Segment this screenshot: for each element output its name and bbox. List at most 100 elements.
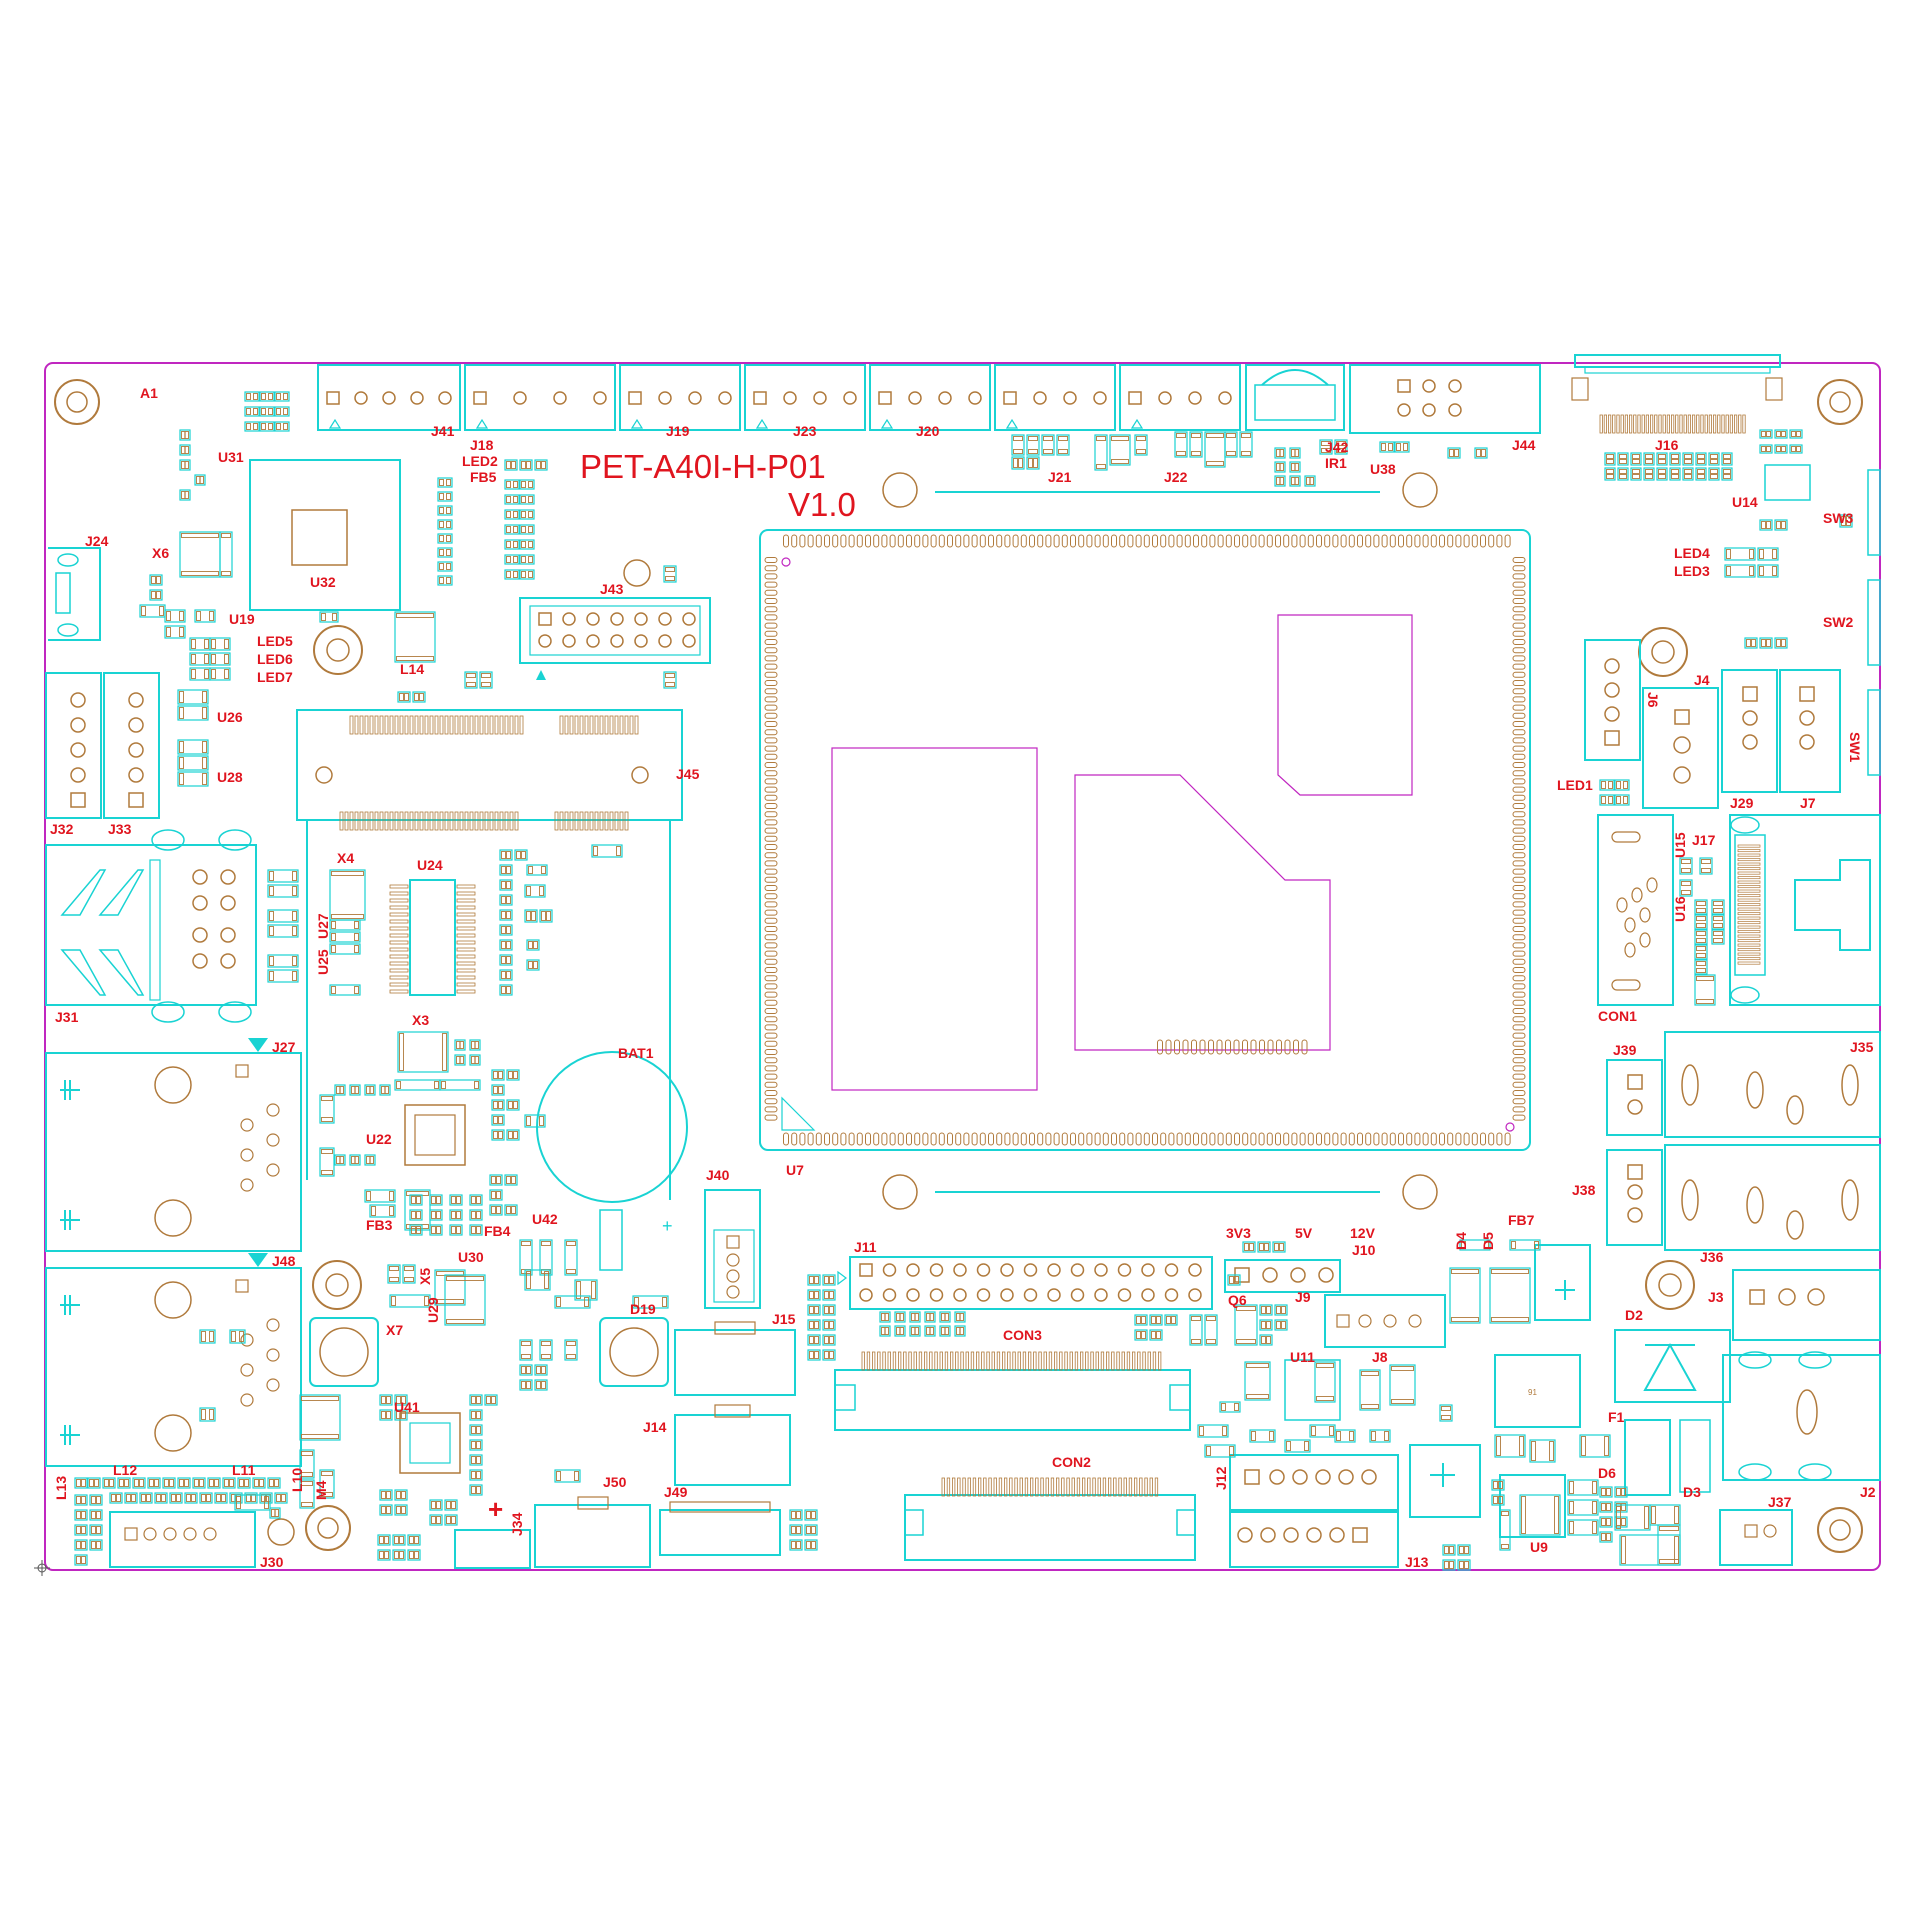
battery-bat1 (536, 1051, 688, 1271)
designator-j6: J6 (1645, 692, 1661, 708)
connector-j33 (103, 672, 160, 819)
designator-u11: U11 (1290, 1349, 1315, 1365)
connector-j35 (1664, 1031, 1881, 1138)
fuse-f1 (1624, 1419, 1671, 1496)
designator-l14: L14 (400, 661, 424, 677)
designator-u29: U29 (425, 1297, 441, 1323)
svg-text:+: + (488, 1494, 503, 1524)
connector-j42 (1245, 364, 1345, 431)
switch-sw2 (1867, 579, 1881, 666)
designator-sw2: SW2 (1823, 614, 1854, 630)
connector-con1 (1597, 814, 1674, 1006)
designator-sw1: SW1 (1847, 732, 1863, 763)
designator-led7: LED7 (257, 669, 293, 685)
designator-j42: J42 (1325, 439, 1349, 455)
designator-j31: J31 (55, 1009, 79, 1025)
designator-con2: CON2 (1052, 1454, 1091, 1470)
connector-j32 (45, 672, 102, 819)
designator-u25: U25 (315, 949, 331, 975)
designator-j14: J14 (643, 1419, 667, 1435)
designator-u32: U32 (310, 574, 336, 590)
connector-j7 (1779, 669, 1841, 793)
connector-j15 (674, 1321, 796, 1396)
cpu-module-u7 (759, 472, 1531, 1210)
connector-j22 (1119, 364, 1241, 431)
capacitor-c-power (1534, 1244, 1591, 1321)
designator-d4: D4 (1453, 1232, 1469, 1250)
connector-con2 (904, 1477, 1196, 1561)
designator-j33: J33 (108, 821, 132, 837)
designator-u28: U28 (217, 769, 243, 785)
cpu-pads-right (1512, 557, 1526, 1121)
connector-j13 (1229, 1511, 1399, 1568)
connector-j23 (744, 364, 866, 431)
switch-sw3 (1867, 469, 1881, 556)
designator-j39: J39 (1613, 1042, 1637, 1058)
designator-u19: U19 (229, 611, 255, 627)
connector-j12 (1229, 1454, 1399, 1511)
designator-x6: X6 (152, 545, 169, 561)
designator-fb3: FB3 (366, 1217, 393, 1233)
designator-j50: J50 (603, 1474, 627, 1490)
usb-connector-j31 (45, 829, 257, 1023)
designator-u30: U30 (458, 1249, 484, 1265)
designator-j11: J11 (854, 1239, 877, 1255)
connector-j30 (109, 1511, 256, 1568)
designator-j20: J20 (916, 423, 940, 439)
connector-j20 (869, 364, 991, 431)
designator-j43: J43 (600, 581, 624, 597)
minipcie-slot-j45 (296, 709, 683, 1200)
ic-u41 (399, 1412, 461, 1474)
designator-j17: J17 (1692, 832, 1716, 848)
designator-fb7: FB7 (1508, 1212, 1535, 1228)
designator-j45: J45 (676, 766, 700, 782)
designator-j24: J24 (85, 533, 109, 549)
connector-j18 (464, 364, 616, 431)
designator-j27: J27 (272, 1039, 296, 1055)
designator-j37: J37 (1768, 1494, 1792, 1510)
designator-u24: U24 (417, 857, 443, 873)
designator-x4: X4 (337, 850, 354, 866)
cpu-inner-pads (1157, 1039, 1308, 1055)
capacitor-c-u9 (1409, 1444, 1481, 1518)
designator-led3: LED3 (1674, 563, 1710, 579)
ic-u9 (1499, 1474, 1566, 1538)
designator-a1: A1 (140, 385, 158, 401)
designator-u38: U38 (1370, 461, 1396, 477)
designator-5v: 5V (1295, 1225, 1313, 1241)
connector-j41 (317, 364, 461, 431)
designator-j49: J49 (664, 1484, 688, 1500)
connector-j36 (1664, 1144, 1881, 1251)
diode-d2 (1614, 1329, 1731, 1403)
connector-con3 (834, 1351, 1191, 1431)
designator-fb5: FB5 (470, 469, 497, 485)
designator-fb4: FB4 (484, 1223, 511, 1239)
designator-j36: J36 (1700, 1249, 1724, 1265)
designator-m4: M4 (313, 1480, 329, 1500)
cpu-keepout-left (831, 747, 1038, 1091)
cpu-pads-top (783, 534, 1511, 548)
designator-j4: J4 (1694, 672, 1710, 688)
designator-j41: J41 (431, 423, 455, 439)
designator-d6: D6 (1598, 1465, 1616, 1481)
switch-sw1 (1867, 689, 1881, 776)
dc-jack-j2 (1722, 1351, 1881, 1481)
mounting-holes (54, 379, 1863, 1553)
designator-l13: L13 (53, 1476, 69, 1500)
designator-led4: LED4 (1674, 545, 1710, 561)
designator-u7: U7 (786, 1162, 804, 1178)
top-headers (317, 364, 1241, 431)
ic-u14 (1764, 464, 1811, 501)
ic-u24 (389, 879, 476, 996)
connector-j44 (1349, 364, 1541, 434)
designator-u27: U27 (315, 913, 331, 939)
hdmi-connector-j17 (1729, 814, 1881, 1006)
designator-3v3: 3V3 (1226, 1225, 1251, 1241)
designator-j35: J35 (1850, 1039, 1874, 1055)
connector-j50 (534, 1496, 651, 1568)
connector-j39 (1606, 1059, 1663, 1136)
header-j11 (837, 1256, 1213, 1310)
designator-u15: U15 (1672, 832, 1688, 858)
origin-marker (34, 1560, 50, 1576)
designator-d3: D3 (1683, 1484, 1701, 1500)
